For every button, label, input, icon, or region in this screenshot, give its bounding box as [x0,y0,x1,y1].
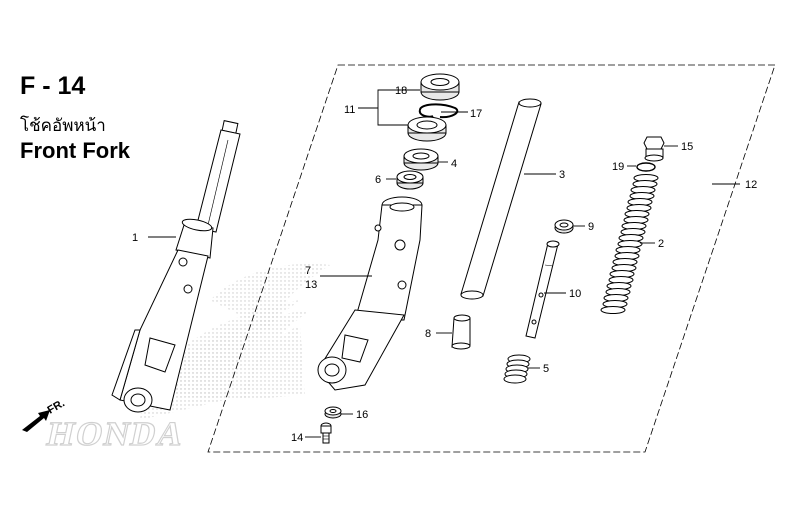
callout-6: 6 [375,174,381,186]
callout-2: 2 [658,238,664,250]
figure-title-thai: โช้คอัพหน้า [20,116,106,136]
fork-spring-2 [600,174,659,314]
callout-19: 19 [612,161,624,173]
socket-bolt-14 [320,422,332,444]
o-ring-19 [636,162,656,172]
fork-piece-10 [525,240,560,339]
piston-ring-9 [554,219,574,234]
oil-seal-18 [420,73,460,101]
callout-18: 18 [395,85,407,97]
direction-label: FR. [46,397,67,416]
callout-15: 15 [681,141,693,153]
honda-watermark-text: HONDA [44,415,189,453]
fork-pipe-3 [460,98,542,300]
callout-7: 7 [305,265,311,277]
callout-3: 3 [559,169,565,181]
oil-lock-piece-8 [451,314,471,350]
callout-1: 1 [132,232,138,244]
callout-5: 5 [543,363,549,375]
honda-wing-watermark: HONDA [43,263,330,454]
assembly-boundary [207,64,776,453]
callout-11: 11 [344,104,355,116]
fork-bottom-case [317,196,423,391]
callout-9: 9 [588,221,594,233]
sealing-washer-16 [324,406,342,419]
callout-10: 10 [569,288,581,300]
callout-4: 4 [451,158,457,170]
callout-13: 13 [305,279,317,291]
fork-bolt-15 [643,136,665,162]
slider-bushing-4 [403,148,439,171]
rebound-spring-5 [503,354,531,384]
figure-code: F - 14 [20,72,86,100]
front-fork-assembly [111,120,241,413]
callout-17: 17 [470,108,482,120]
backup-ring-11 [407,116,447,142]
callout-16: 16 [356,409,368,421]
figure-title-english: Front Fork [20,138,130,163]
callout-14: 14 [291,432,303,444]
guide-bushing-6 [396,170,424,190]
callout-8: 8 [425,328,431,340]
circlip-17 [418,103,459,119]
callout-12: 12 [745,179,757,191]
leader-11-bracket [358,89,420,126]
